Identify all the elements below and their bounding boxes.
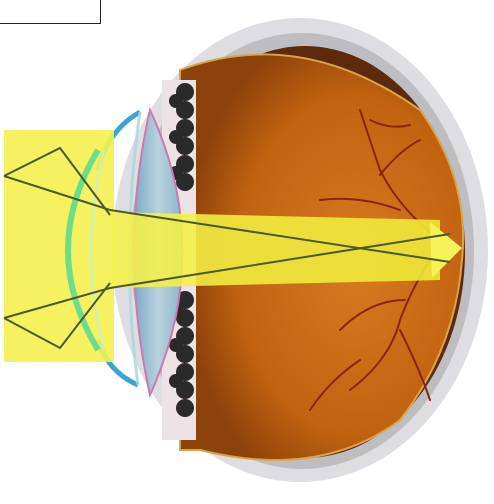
eye-diagram	[0, 0, 494, 504]
